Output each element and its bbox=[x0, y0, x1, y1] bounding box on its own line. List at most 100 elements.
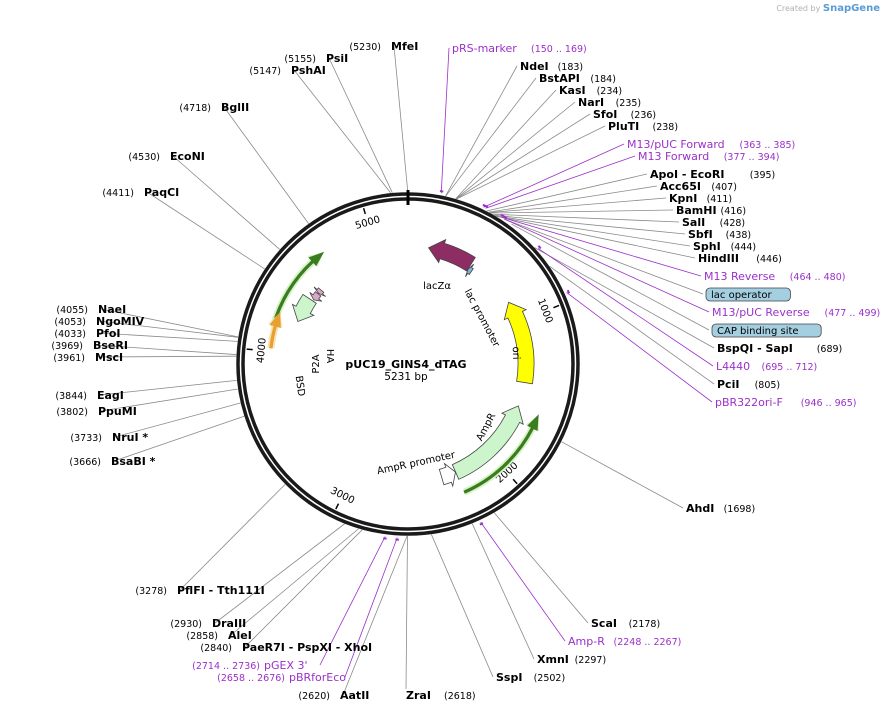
site-pflfi-tth111i[interactable]: (3278)PflFI - Tth111I bbox=[135, 584, 264, 597]
site-apoi-ecori[interactable]: ApoI - EcoRI(395) bbox=[650, 168, 775, 181]
primer-lac-operator[interactable]: lac operator bbox=[705, 287, 791, 302]
site-sbfi[interactable]: SbfI(438) bbox=[688, 228, 751, 241]
primer-mark bbox=[439, 189, 444, 193]
site-position: (235) bbox=[616, 98, 642, 109]
site-ppumi[interactable]: (3802)PpuMI bbox=[56, 405, 136, 418]
site-sphi[interactable]: SphI(444) bbox=[693, 240, 756, 253]
enzyme-name: ScaI bbox=[591, 617, 617, 630]
feature-ampr[interactable] bbox=[451, 405, 524, 480]
site-bspqi-sapi[interactable]: BspQI - SapI(689) bbox=[717, 342, 842, 355]
site-position: (3733) bbox=[70, 433, 102, 444]
feature-p2a[interactable] bbox=[309, 291, 323, 302]
feature-ampr-promoter[interactable] bbox=[438, 462, 456, 488]
primer-pbr322ori-f[interactable]: pBR322ori-F(946 .. 965) bbox=[566, 289, 857, 409]
site-msci[interactable]: (3961)MscI bbox=[53, 351, 123, 364]
enzyme-name: SspI bbox=[496, 671, 522, 684]
primer-pbrforeco[interactable]: (2658 .. 2676)pBRforEco bbox=[217, 538, 399, 684]
feature-label-lacz: lacZα bbox=[423, 281, 451, 292]
primer-m13-forward[interactable]: M13 Forward (377 .. 394) bbox=[484, 150, 780, 209]
site-sspi[interactable]: SspI(2502) bbox=[496, 671, 565, 684]
site-aatii[interactable]: (2620)AatII bbox=[298, 689, 369, 702]
primer-mark bbox=[537, 245, 542, 250]
site-bseri[interactable]: (3969)BseRI bbox=[51, 339, 128, 352]
site-pshai[interactable]: (5147)PshAI bbox=[249, 64, 325, 77]
primer-name: pRS-marker bbox=[452, 42, 517, 55]
site-psii[interactable]: (5155)PsiI bbox=[284, 52, 348, 65]
site-xmni[interactable]: XmnI(2297) bbox=[537, 653, 606, 666]
site-ndei[interactable]: NdeI(183) bbox=[520, 60, 583, 73]
leader-sphi bbox=[495, 215, 691, 247]
site-alei[interactable]: (2858)AleI bbox=[186, 629, 251, 642]
site-ahdi[interactable]: AhdI(1698) bbox=[686, 502, 755, 515]
site-position: (2620) bbox=[298, 691, 330, 702]
site-naei[interactable]: (4055)NaeI bbox=[56, 303, 126, 316]
site-nrui[interactable]: (3733)NruI * bbox=[70, 431, 148, 444]
leader-acc65i bbox=[488, 185, 658, 213]
site-kpni[interactable]: KpnI(411) bbox=[669, 192, 732, 205]
primer-pgex-3[interactable]: (2714 .. 2736) pGEX 3' bbox=[192, 537, 387, 672]
site-econi[interactable]: (4530)EcoNI bbox=[128, 150, 204, 163]
primer-name: M13 Reverse bbox=[704, 270, 775, 283]
primer-m13-puc-reverse[interactable]: M13/pUC Reverse(477 .. 499) bbox=[503, 215, 880, 319]
site-bsabi[interactable]: (3666)BsaBI * bbox=[69, 455, 155, 468]
feature-ori[interactable] bbox=[503, 301, 535, 385]
site-acc65i[interactable]: Acc65I(407) bbox=[660, 180, 737, 193]
site-pcii[interactable]: PciI(805) bbox=[717, 378, 780, 391]
enzyme-name: SbfI bbox=[688, 228, 713, 241]
feature-lac-promoter[interactable] bbox=[465, 263, 475, 277]
site-sali[interactable]: SalI(428) bbox=[682, 216, 745, 229]
site-scai[interactable]: ScaI(2178) bbox=[591, 617, 660, 630]
regulatory-label: lac operator bbox=[711, 290, 772, 301]
orf-arrow-3[interactable] bbox=[269, 311, 281, 349]
site-pluti[interactable]: PluTI(238) bbox=[608, 120, 678, 133]
site-pfoi[interactable]: (4033)PfoI bbox=[54, 327, 120, 340]
primer-position: (695 .. 712) bbox=[762, 362, 818, 373]
site-mfei[interactable]: (5230)MfeI bbox=[349, 40, 418, 53]
site-eagi[interactable]: (3844)EagI bbox=[55, 389, 124, 402]
site-kasi[interactable]: KasI(234) bbox=[559, 84, 622, 97]
site-bglii[interactable]: (4718)BglII bbox=[179, 101, 249, 114]
primer-name: M13 Forward bbox=[638, 150, 709, 163]
enzyme-name: PaeR7I - PspXI - XhoI bbox=[242, 641, 372, 654]
enzyme-name: PaqCI bbox=[144, 186, 179, 199]
leader-draiii bbox=[214, 523, 345, 624]
site-paqci[interactable]: (4411)PaqCI bbox=[102, 186, 179, 199]
enzyme-name: PflFI - Tth111I bbox=[177, 584, 265, 597]
leader-bspqi-sapi bbox=[534, 247, 715, 349]
site-zrai[interactable]: ZraI(2618) bbox=[406, 689, 476, 702]
primer-leader bbox=[483, 143, 625, 208]
site-bamhi[interactable]: BamHI(416) bbox=[676, 204, 746, 217]
primer-l4440[interactable]: L4440(695 .. 712) bbox=[537, 245, 818, 373]
primer-prs-marker[interactable]: pRS-marker(150 .. 169) bbox=[439, 42, 587, 193]
leader-msci bbox=[97, 355, 237, 358]
site-draiii[interactable]: (2930)DraIII bbox=[170, 617, 246, 630]
orf-arrow-1[interactable] bbox=[463, 414, 539, 494]
primer-name: pGEX 3' bbox=[264, 659, 308, 672]
site-position: (183) bbox=[558, 62, 584, 73]
primer-m13-puc-forward[interactable]: M13/pUC Forward(363 .. 385) bbox=[482, 138, 795, 208]
leader-ahdi bbox=[561, 441, 684, 509]
leader-kpni bbox=[489, 197, 667, 213]
feature-bsd[interactable] bbox=[291, 293, 317, 323]
site-paer7i-pspxi-xhoi[interactable]: (2840) PaeR7I - PspXI - XhoI bbox=[200, 641, 372, 654]
site-bstapi[interactable]: BstAPI(184) bbox=[539, 72, 616, 85]
enzyme-name: ZraI bbox=[406, 689, 431, 702]
plasmid-size: 5231 bp bbox=[384, 371, 428, 383]
primer-m13-reverse[interactable]: M13 Reverse(464 .. 480) bbox=[500, 213, 845, 283]
feature-ha[interactable] bbox=[313, 286, 326, 297]
enzyme-name: EcoNI bbox=[170, 150, 205, 163]
orf-arrow-2[interactable] bbox=[271, 251, 325, 328]
site-sfoi[interactable]: SfoI(236) bbox=[593, 108, 656, 121]
primer-position: (377 .. 394) bbox=[724, 152, 780, 163]
site-nari[interactable]: NarI(235) bbox=[578, 96, 641, 109]
feature-lacz[interactable] bbox=[427, 238, 476, 272]
primer-cap-binding-site[interactable]: CAP binding site bbox=[711, 323, 822, 338]
site-hindiii[interactable]: HindIII(446) bbox=[698, 252, 782, 265]
site-ngomiv[interactable]: (4053)NgoMIV bbox=[54, 315, 144, 328]
primer-amp-r[interactable]: Amp-R(2248 .. 2267) bbox=[479, 522, 681, 648]
primer-position: (2714 .. 2736) bbox=[192, 661, 260, 672]
leader-mfei bbox=[393, 45, 409, 193]
site-position: (2840) bbox=[200, 643, 232, 654]
site-position: (5147) bbox=[249, 66, 281, 77]
primer-leader bbox=[319, 536, 386, 666]
